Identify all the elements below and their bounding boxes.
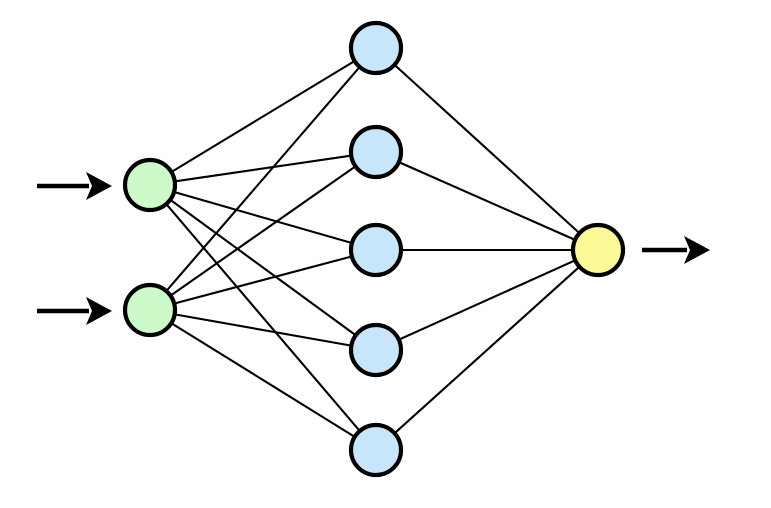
connection-edge — [392, 63, 582, 235]
neuron-node-hidden-5[interactable] — [348, 422, 404, 478]
connection-edge — [172, 190, 354, 245]
output-arrow — [642, 236, 710, 264]
connection-edge — [392, 265, 582, 435]
connection-edge — [164, 65, 362, 293]
arrow-head-icon — [86, 297, 112, 325]
connection-edge — [397, 160, 577, 242]
neuron-node-hidden-3[interactable] — [348, 222, 404, 278]
connections-group — [164, 59, 582, 439]
neuron-node-output-1[interactable] — [570, 222, 626, 278]
connection-edge — [172, 255, 354, 305]
connection-edge — [169, 59, 357, 174]
neuron-node-hidden-2[interactable] — [348, 124, 404, 180]
nodes-group — [122, 20, 626, 478]
arrow-head-icon — [86, 172, 112, 200]
input-arrow — [37, 297, 112, 325]
connection-edge — [169, 321, 357, 439]
neuron-node-hidden-4[interactable] — [348, 322, 404, 378]
connection-edge — [173, 154, 353, 183]
io-arrows-group — [37, 172, 710, 325]
neuron-node-input-1[interactable] — [122, 157, 178, 213]
connection-edge — [397, 258, 577, 342]
connection-edge — [164, 202, 362, 433]
arrow-head-icon — [684, 236, 710, 264]
neuron-node-input-2[interactable] — [122, 282, 178, 338]
neuron-node-hidden-1[interactable] — [348, 20, 404, 76]
connection-edge — [168, 164, 358, 298]
connection-edge — [168, 198, 358, 337]
connection-edge — [173, 313, 353, 347]
input-arrow — [37, 172, 112, 200]
